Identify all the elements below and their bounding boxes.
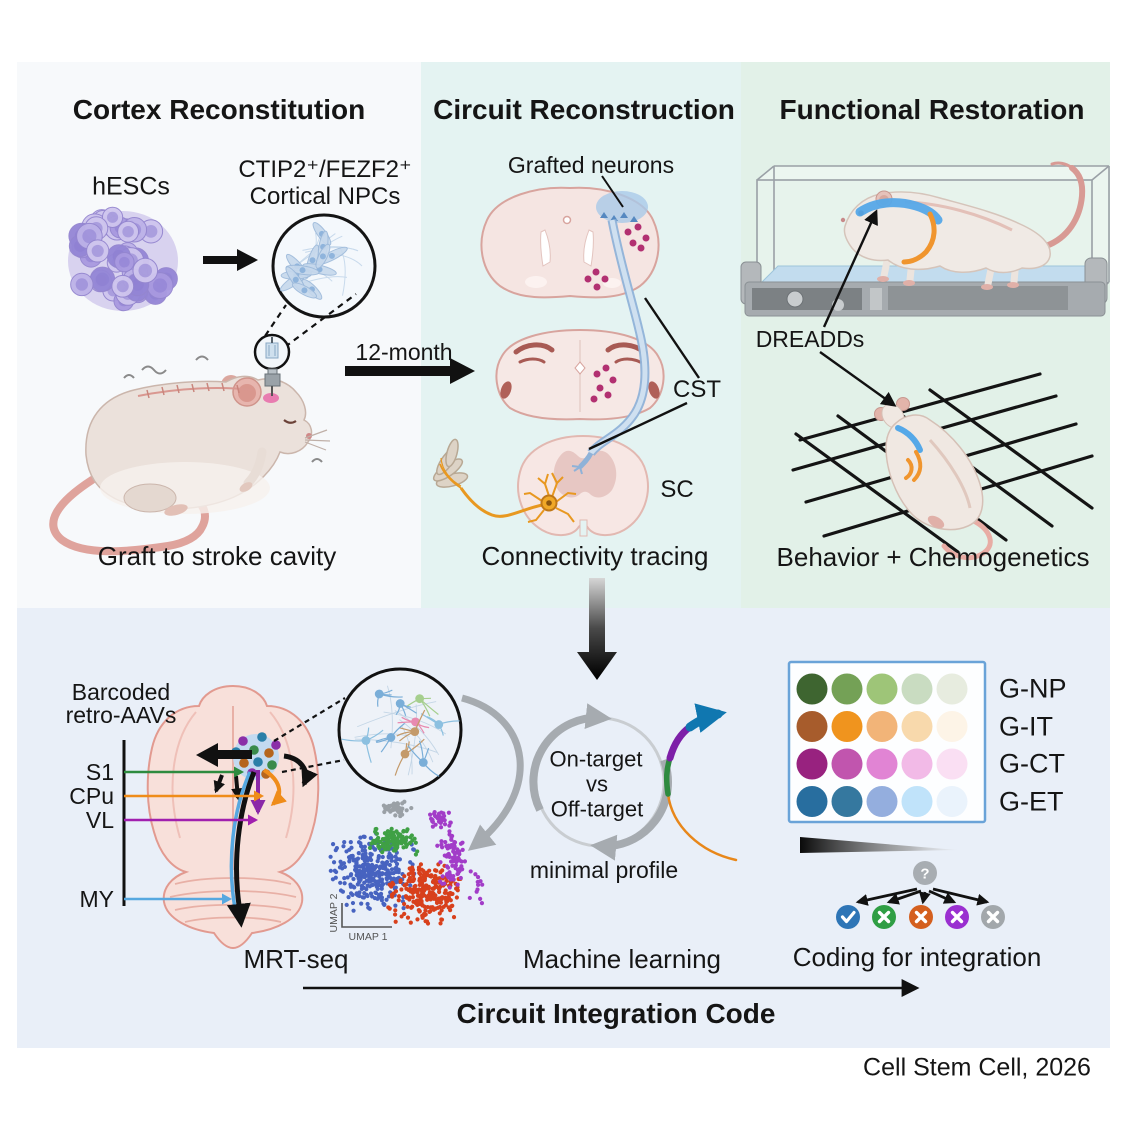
barcoded-label-line2: retro-AAVs xyxy=(65,701,177,728)
minimal-profile-caption: minimal profile xyxy=(529,856,679,883)
circuit-title: Circuit Reconstruction xyxy=(433,93,735,125)
grafted-neurons-label: Grafted neurons xyxy=(507,151,675,178)
umap-scatter-plot xyxy=(328,799,485,926)
cst-tract xyxy=(571,219,650,475)
mouse-grid-illustration xyxy=(874,397,993,561)
mouse-graft-illustration xyxy=(49,355,331,556)
cortex-title: Cortex Reconstitution xyxy=(72,93,366,125)
cst-label: CST xyxy=(673,376,721,404)
grafted-neuron-inset-circle xyxy=(337,667,463,793)
cortex-caption: Graft to stroke cavity xyxy=(97,541,337,572)
barcoded-label-line1: Barcoded xyxy=(71,678,171,705)
projection-arrows xyxy=(196,743,318,928)
minimal-profile-arrow-icon xyxy=(663,703,738,862)
differentiation-arrow-icon xyxy=(203,249,258,271)
injection-site xyxy=(263,393,279,403)
hescs-label: hESCs xyxy=(92,172,170,201)
question-circle-icon xyxy=(913,861,937,885)
question-mark: ? xyxy=(920,865,930,883)
legend-label-g-it: G-IT xyxy=(999,710,1053,741)
umap-x-label: UMAP 1 xyxy=(348,930,388,943)
target-label-s1: S1 xyxy=(85,758,114,785)
integration-axis-caption: Circuit Integration Code xyxy=(456,997,776,1029)
sc-label: SC xyxy=(660,476,694,504)
spinal-cord-section xyxy=(517,434,649,537)
cycle-line1: On-target xyxy=(549,746,643,772)
umap-axes xyxy=(341,903,392,928)
gradient-scale-icon xyxy=(800,837,958,853)
mrt-seq-caption: MRT-seq xyxy=(243,944,349,975)
machine-learning-caption: Machine learning xyxy=(522,944,722,975)
target-label-vl: VL xyxy=(85,806,114,833)
check-circle-icon xyxy=(836,905,860,929)
journal-credit: Cell Stem Cell, 2026 xyxy=(863,1053,1091,1082)
subtype-legend-box xyxy=(787,660,987,824)
x-circle-icon xyxy=(981,905,1005,929)
flow-arc-arrow-icon xyxy=(461,694,524,851)
timeline-arrow-icon xyxy=(345,358,475,384)
x-circle-icon xyxy=(909,905,933,929)
mouse-treadmill-illustration xyxy=(840,161,1086,290)
target-label-my: MY xyxy=(79,885,115,912)
traced-neuron-dots xyxy=(584,223,650,291)
x-circle-icon xyxy=(945,905,969,929)
hesc-colony-illustration xyxy=(68,206,178,312)
cst-pointer-lines xyxy=(588,297,700,451)
motor-neuron-illustration xyxy=(459,472,577,523)
flow-down-arrow-icon xyxy=(577,578,617,680)
npc-label-line1: CTIP2⁺/FEZF2⁺ xyxy=(238,156,412,184)
retro-aav-axis xyxy=(122,740,264,906)
syringe-icon xyxy=(253,333,291,396)
classification-fan xyxy=(836,861,1005,929)
cycle-line2: vs xyxy=(586,771,608,797)
functional-title: Functional Restoration xyxy=(779,93,1085,125)
coding-caption: Coding for integration xyxy=(792,942,1042,973)
functional-caption: Behavior + Chemogenetics xyxy=(776,542,1090,573)
panel-cortex-reconstitution xyxy=(17,62,421,608)
legend-label-g-et: G-ET xyxy=(999,785,1064,816)
grafted-neurons-pointer-line xyxy=(601,175,624,208)
timeline-label: 12-month xyxy=(355,338,453,365)
cycle-line3: Off-target xyxy=(550,796,644,822)
circuit-caption: Connectivity tracing xyxy=(481,541,709,572)
brain-horizontal-section-2 xyxy=(495,328,665,421)
dreadds-label: DREADDs xyxy=(755,325,865,352)
x-circle-icon xyxy=(872,905,896,929)
motion-marks-icon xyxy=(123,355,323,463)
brain-coronal-section-1 xyxy=(480,186,660,299)
npc-inset-circle xyxy=(258,213,377,348)
dreadds-pointer-arrows xyxy=(819,209,897,407)
npc-label-line2: Cortical NPCs xyxy=(249,183,401,211)
legend-label-g-np: G-NP xyxy=(999,673,1067,704)
target-label-cpu: CPu xyxy=(69,782,114,809)
paw-illustration xyxy=(432,438,469,489)
legend-label-g-ct: G-CT xyxy=(999,748,1065,779)
brain-top-view-illustration xyxy=(146,684,346,950)
umap-y-label: UMAP 2 xyxy=(327,893,340,933)
